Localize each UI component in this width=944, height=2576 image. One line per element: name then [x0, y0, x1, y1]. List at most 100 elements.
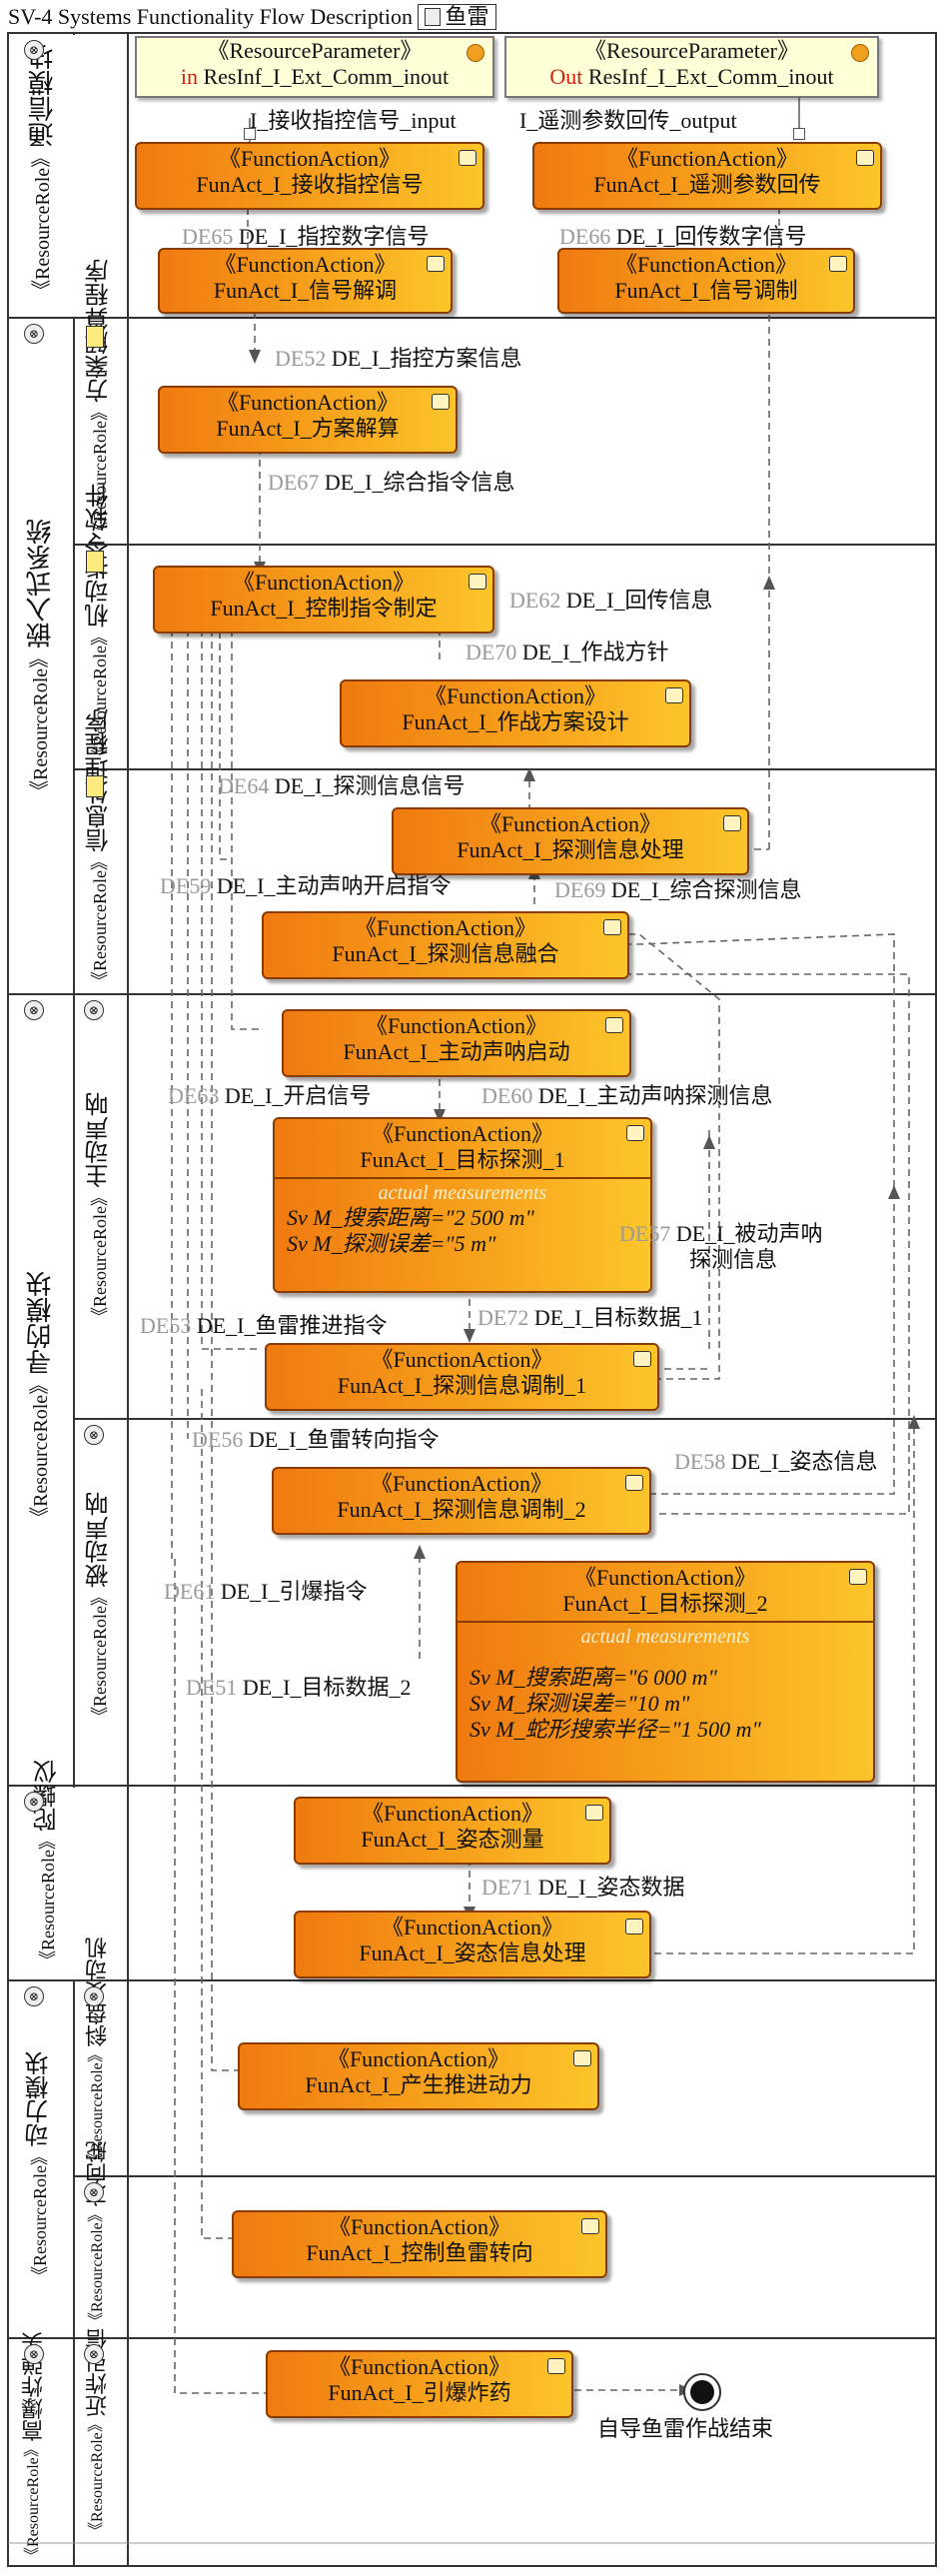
action-a12[interactable]: 《FunctionAction》 FunAct_I_探测信息调制_1 [265, 1343, 659, 1411]
lane-seeker-active: 《ResourceRole》主动声呐 [82, 1059, 117, 1359]
action-stereotype: 《FunctionAction》 [216, 390, 400, 415]
action-name: FunAct_I_姿态信息处理 [359, 1940, 586, 1965]
action-a6[interactable]: 《FunctionAction》 FunAct_I_控制指令制定 [153, 566, 494, 634]
activity-final-node[interactable] [683, 2373, 721, 2411]
lane-seeker-stereotype: 《ResourceRole》 [30, 1374, 52, 1528]
measurement-value: Sv M_探测误差="10 m" [470, 1691, 690, 1716]
action-a15[interactable]: 《FunctionAction》 FunAct_I_姿态测量 [294, 1797, 611, 1865]
action-name: FunAct_I_作战方案设计 [402, 709, 629, 734]
action-a1[interactable]: 《FunctionAction》 FunAct_I_接收指控信号 [135, 142, 484, 210]
flow-de72-text: DE_I_目标数据_1 [533, 1305, 703, 1330]
action-a3[interactable]: 《FunctionAction》 FunAct_I_信号解调 [158, 248, 453, 314]
diagram-owner-name: 鱼雷 [445, 4, 489, 29]
action-icon [427, 256, 445, 272]
flow-de56-id: DE56 [192, 1427, 244, 1452]
action-stereotype: 《FunctionAction》 [365, 1013, 548, 1038]
flow-de62: DE62 DE_I_回传信息 [509, 588, 712, 614]
flow-in-text: I_接收指控信号_input [250, 108, 457, 133]
action-icon [625, 1919, 643, 1934]
lane-collapse-icon[interactable]: ⊗ [24, 1792, 44, 1812]
param-in-stereotype: 《ResourceParameter》 [207, 38, 423, 63]
diagram-owner-tab: 鱼雷 [418, 4, 496, 30]
action-stereotype: 《FunctionAction》 [371, 1121, 554, 1146]
action-a8[interactable]: 《FunctionAction》 FunAct_I_探测信息处理 [392, 807, 749, 875]
lane-collapse-icon[interactable]: ⊗ [84, 1000, 104, 1020]
action-a5[interactable]: 《FunctionAction》 FunAct_I_方案解算 [158, 386, 458, 454]
action-a9[interactable]: 《FunctionAction》 FunAct_I_探测信息融合 [262, 911, 629, 979]
flow-de53-id: DE53 [140, 1313, 192, 1338]
action-icon [605, 1017, 623, 1033]
action-a11[interactable]: 《FunctionAction》 FunAct_I_目标探测_1 actual … [273, 1117, 652, 1293]
flow-de66: DE66 DE_I_回传数字信号 [559, 224, 806, 250]
lane-warhead-fuze: 《ResourceRole》近炸引信 [82, 2328, 114, 2538]
flow-de67: DE67 DE_I_综合指令信息 [268, 470, 514, 496]
action-a14[interactable]: 《FunctionAction》 FunAct_I_目标探测_2 actual … [456, 1561, 875, 1783]
lane-collapse-icon[interactable]: ⊗ [84, 1986, 104, 2006]
action-a19[interactable]: 《FunctionAction》 FunAct_I_引爆炸药 [266, 2350, 573, 2418]
param-in[interactable]: 《ResourceParameter》 in ResInf_I_Ext_Comm… [135, 36, 494, 98]
action-icon [432, 394, 450, 410]
diagram-title: SV-4 Systems Functionality Flow Descript… [8, 2, 496, 32]
action-stereotype: 《FunctionAction》 [232, 570, 416, 595]
software-icon [86, 326, 104, 348]
action-a13[interactable]: 《FunctionAction》 FunAct_I_探测信息调制_2 [272, 1467, 651, 1535]
compartment-divider [458, 1621, 873, 1623]
flow-de53-text: DE_I_鱼雷推进指令 [196, 1313, 388, 1338]
action-name: FunAct_I_探测信息调制_2 [337, 1497, 586, 1522]
lane-collapse-icon[interactable]: ⊗ [24, 324, 44, 344]
action-name: FunAct_I_信号调制 [614, 278, 798, 303]
flow-de64-text: DE_I_探测信息信号 [274, 773, 466, 798]
action-name: FunAct_I_探测信息处理 [457, 837, 684, 862]
action-a4[interactable]: 《FunctionAction》 FunAct_I_信号调制 [557, 248, 855, 314]
param-in-direction: in [180, 64, 198, 89]
measurement-value: Sv M_搜索距离="6 000 m" [470, 1665, 717, 1690]
package-icon [425, 8, 442, 26]
lane-warhead: 《ResourceRole》高爆炸弹头 [18, 2331, 50, 2563]
action-stereotype: 《FunctionAction》 [614, 252, 798, 277]
input-pin [244, 128, 256, 140]
action-name: FunAct_I_产生推进动力 [305, 2072, 532, 2097]
flow-de60-id: DE60 [481, 1083, 533, 1108]
lane-passive-name: 被动声呐 [87, 1492, 113, 1589]
lane-collapse-icon[interactable]: ⊗ [84, 2182, 104, 2202]
param-out[interactable]: 《ResourceParameter》 Out ResInf_I_Ext_Com… [504, 36, 879, 98]
action-name: FunAct_I_控制鱼雷转向 [306, 2240, 533, 2265]
flow-de56-text: DE_I_鱼雷转向指令 [248, 1427, 440, 1452]
lane-collapse-icon[interactable]: ⊗ [24, 1000, 44, 1020]
lane-warhead-stereotype: 《ResourceRole》 [25, 2441, 42, 2563]
lane-collapse-icon[interactable]: ⊗ [24, 2344, 44, 2364]
action-name: FunAct_I_目标探测_2 [562, 1591, 768, 1616]
action-stereotype: 《FunctionAction》 [218, 146, 402, 171]
action-name: FunAct_I_遥测参数回传 [593, 172, 821, 197]
action-a17[interactable]: 《FunctionAction》 FunAct_I_产生推进动力 [238, 2042, 599, 2110]
flow-de72: DE72 DE_I_目标数据_1 [477, 1305, 702, 1331]
lane-collapse-icon[interactable]: ⊗ [84, 2344, 104, 2364]
lane-collapse-icon[interactable]: ⊗ [24, 1986, 44, 2006]
flow-de60: DE60 DE_I_主动声呐探测信息 [481, 1083, 772, 1109]
flow-de51: DE51 DE_I_目标数据_2 [186, 1675, 411, 1701]
param-icon [851, 44, 869, 62]
flow-de69: DE69 DE_I_综合探测信息 [554, 877, 801, 903]
lane-collapse-icon[interactable]: ⊗ [84, 1425, 104, 1445]
action-a16[interactable]: 《FunctionAction》 FunAct_I_姿态信息处理 [294, 1911, 651, 1978]
flow-de71-text: DE_I_姿态数据 [537, 1875, 685, 1900]
lane-power-rudder: 《ResourceRole》方向舵 [82, 2140, 114, 2328]
flow-de51-text: DE_I_目标数据_2 [242, 1675, 412, 1700]
flow-de61-id: DE61 [164, 1579, 216, 1604]
measurements-header: actual measurements [378, 1182, 547, 1204]
action-a18[interactable]: 《FunctionAction》 FunAct_I_控制鱼雷转向 [232, 2210, 607, 2278]
action-icon [459, 150, 476, 166]
diagram-title-text: SV-4 Systems Functionality Flow Descript… [8, 4, 413, 29]
action-icon [665, 687, 683, 703]
lane-collapse-icon[interactable]: ⊗ [24, 40, 44, 60]
lane-embedded-name: 嵌入式系统 [26, 518, 55, 648]
flow-de57-text2: 探测信息 [689, 1247, 778, 1272]
lane-info-stereotype: 《ResourceRole》 [90, 852, 110, 989]
action-a7[interactable]: 《FunctionAction》 FunAct_I_作战方案设计 [340, 679, 691, 747]
action-icon [581, 2218, 599, 2234]
action-stereotype: 《FunctionAction》 [478, 811, 662, 836]
lane-active-name: 主动声呐 [87, 1092, 113, 1189]
action-a10[interactable]: 《FunctionAction》 FunAct_I_主动声呐启动 [282, 1009, 631, 1077]
action-a2[interactable]: 《FunctionAction》 FunAct_I_遥测参数回传 [532, 142, 882, 210]
